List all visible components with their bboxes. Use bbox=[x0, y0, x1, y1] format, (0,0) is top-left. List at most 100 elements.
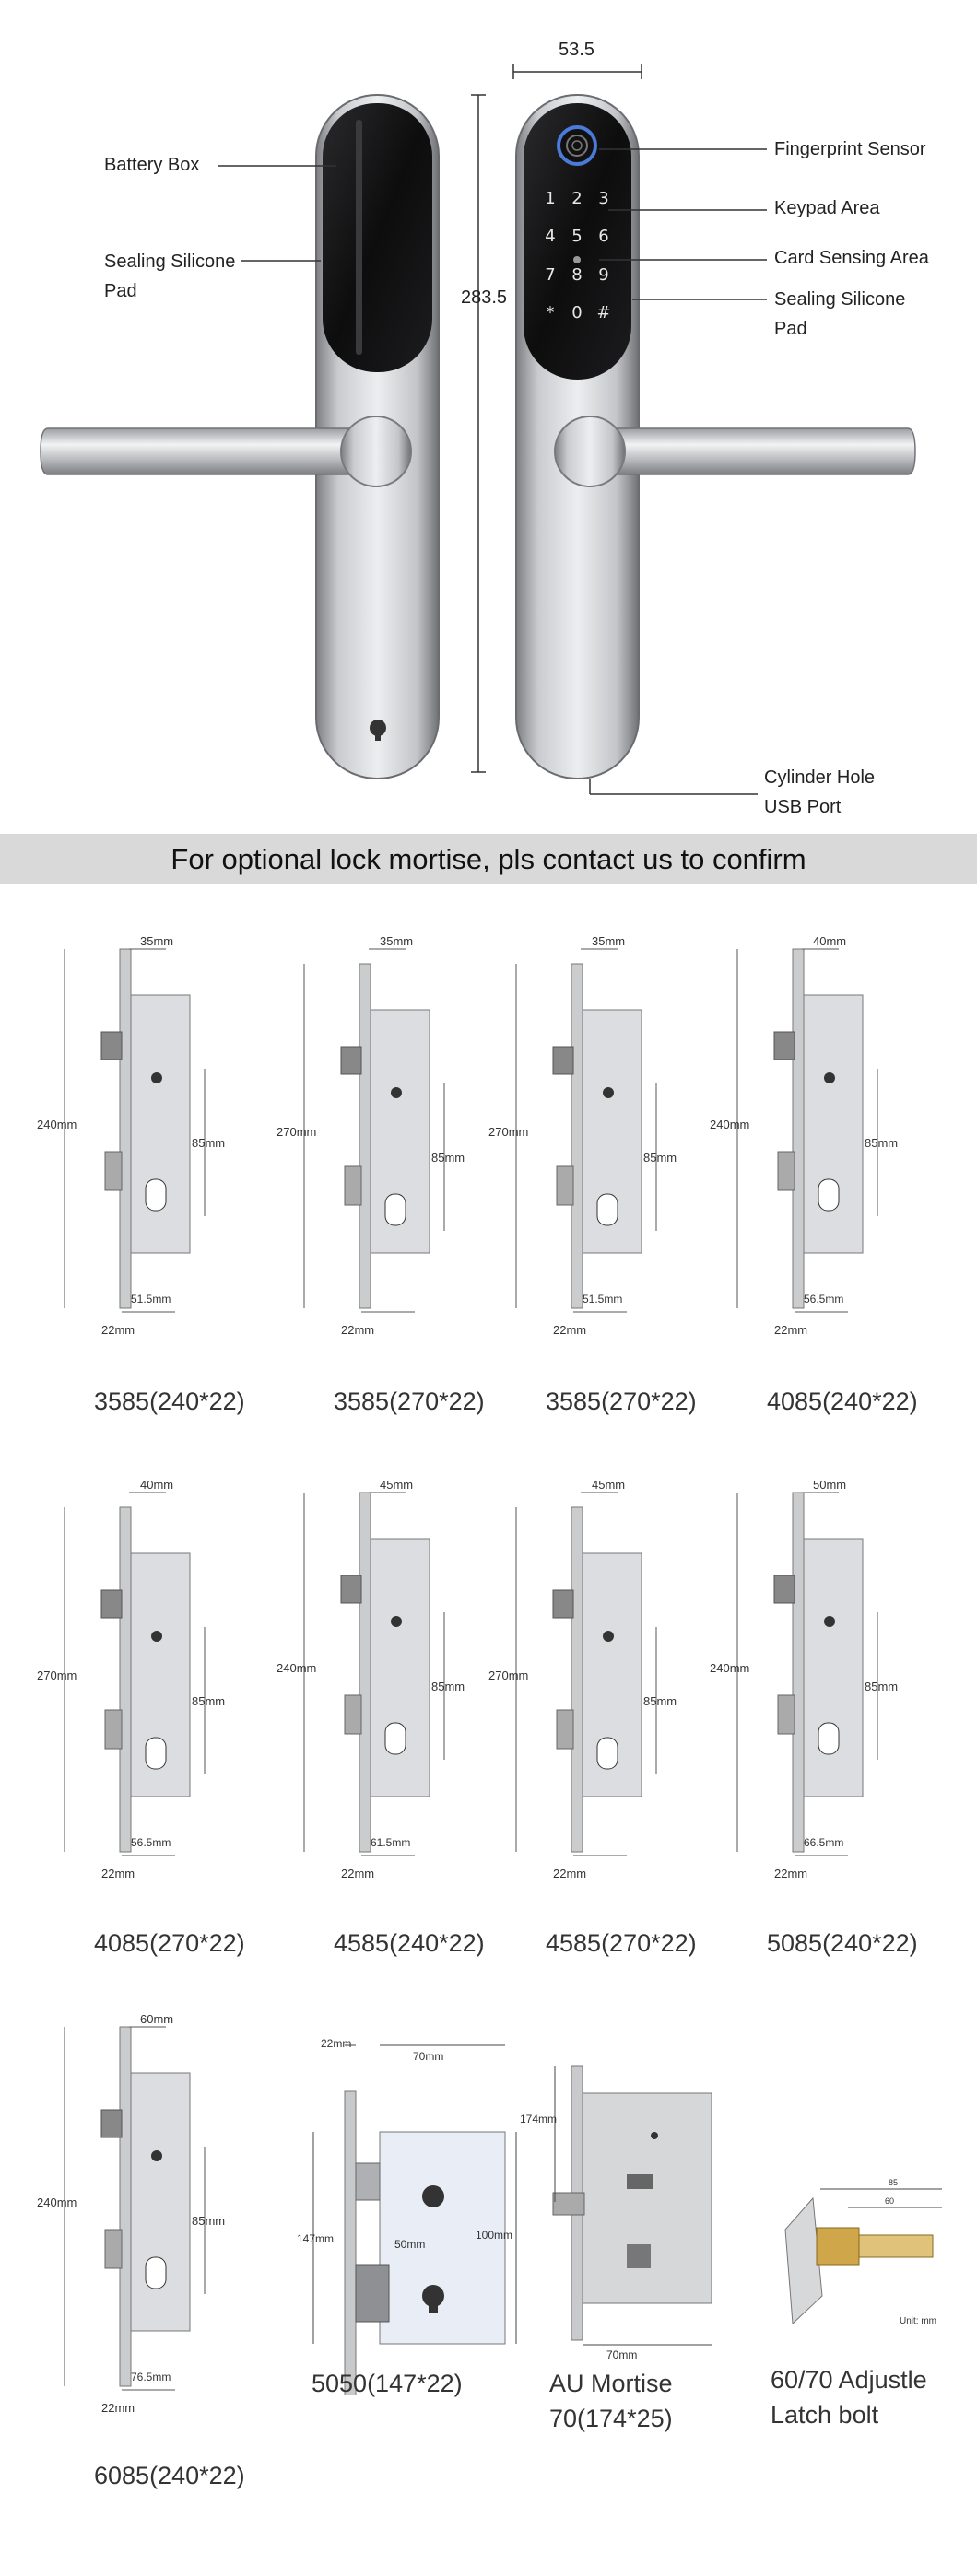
mortise-caption: 4085(240*22) bbox=[767, 1388, 918, 1415]
keypad-key: # bbox=[596, 303, 611, 322]
latch-caption: 60/70 Adjustle Latch bolt bbox=[771, 2366, 927, 2429]
mortise-shape bbox=[571, 963, 583, 1309]
keypad-key: 9 bbox=[598, 265, 609, 285]
mortise-shape bbox=[777, 1694, 795, 1735]
mortise-shape bbox=[792, 948, 805, 1309]
svg-text:60: 60 bbox=[885, 2196, 894, 2206]
mortise-shape bbox=[344, 1165, 362, 1206]
fingerprint-sensor-icon bbox=[557, 125, 597, 166]
mortise-dim-center: 85mm bbox=[192, 1136, 225, 1150]
mortise-shape bbox=[145, 1737, 167, 1770]
mortise-shape bbox=[552, 1046, 574, 1075]
m5050-caption: 5050(147*22) bbox=[312, 2370, 463, 2397]
keypad-key: * bbox=[546, 303, 555, 322]
mortise-dim-bottom: 56.5mm bbox=[131, 1836, 171, 1849]
battery-cover bbox=[323, 103, 432, 372]
keypad-key: 5 bbox=[571, 227, 583, 246]
mortise-dim-backset: 45mm bbox=[380, 1478, 413, 1492]
width-dimension: 53.5 bbox=[559, 40, 594, 60]
mortise-shape bbox=[359, 1492, 371, 1853]
keypad-key: 7 bbox=[545, 265, 556, 285]
keypad-key: 3 bbox=[598, 189, 609, 208]
mortise-dim-bottom: 61.5mm bbox=[371, 1836, 410, 1849]
mortise-shape bbox=[340, 1575, 362, 1604]
mortise-shape bbox=[359, 963, 371, 1309]
mortise-shape bbox=[151, 2150, 162, 2161]
mortise-caption: 4585(240*22) bbox=[334, 1929, 485, 1957]
mortise-dim-height: 240mm bbox=[37, 2195, 77, 2209]
mortise-dim-height: 240mm bbox=[37, 1118, 77, 1131]
mortise-shape bbox=[773, 1031, 795, 1060]
mortise-shape bbox=[792, 1492, 805, 1853]
mortise-item: 40mm 240mm 85mm 56.5mm 22mm 4085(240*22) bbox=[710, 931, 931, 1415]
keypad-key: 1 bbox=[545, 189, 556, 208]
mortise-dim-bottom: 66.5mm bbox=[804, 1836, 843, 1849]
mortise-shape bbox=[391, 1616, 402, 1627]
mortise-dim-backset: 35mm bbox=[380, 934, 413, 948]
mortise-dim-bottom: 51.5mm bbox=[583, 1293, 622, 1306]
mortise-dim-height: 270mm bbox=[277, 1125, 316, 1139]
mortise-shape bbox=[556, 1709, 574, 1750]
mortise-dim-width: 22mm bbox=[774, 1323, 807, 1336]
mortise-shape bbox=[384, 1193, 406, 1226]
mortise-caption: 3585(240*22) bbox=[94, 1388, 245, 1415]
mortise-shape bbox=[119, 2026, 132, 2387]
au-caption: AU Mortise 70(174*25) bbox=[549, 2370, 673, 2432]
left-rose bbox=[340, 416, 412, 487]
m5050-height: 147mm bbox=[297, 2232, 334, 2245]
mortise-shape bbox=[344, 1694, 362, 1735]
mortise-shape bbox=[596, 1193, 618, 1226]
mortise-shape bbox=[104, 2229, 123, 2269]
mortise-caption: 5085(240*22) bbox=[767, 1929, 918, 1957]
mortise-shape bbox=[370, 1538, 430, 1797]
mortise-shape bbox=[556, 1165, 574, 1206]
cylinder-usb-label: Cylinder Hole USB Port bbox=[764, 767, 876, 817]
mortise-shape bbox=[803, 1538, 864, 1797]
mortise-dim-height: 240mm bbox=[710, 1661, 749, 1675]
height-dimension: 283.5 bbox=[461, 287, 508, 308]
mortise-dim-center: 85mm bbox=[431, 1680, 465, 1693]
mortise-dim-width: 22mm bbox=[553, 1323, 586, 1336]
mortise-dim-backset: 60mm bbox=[140, 2012, 173, 2026]
mortise-dim-bottom: 56.5mm bbox=[804, 1293, 843, 1306]
keypad-key: 2 bbox=[571, 189, 583, 208]
mortise-shape bbox=[151, 1072, 162, 1083]
mortise-dim-center: 85mm bbox=[431, 1151, 465, 1165]
mortise-shape bbox=[552, 1589, 574, 1619]
mortise-dim-height: 240mm bbox=[277, 1661, 316, 1675]
mortise-dim-center: 85mm bbox=[865, 1136, 898, 1150]
m5050-center: 50mm bbox=[394, 2238, 425, 2251]
mortise-dim-width: 22mm bbox=[101, 1867, 135, 1879]
keypad-key: 6 bbox=[598, 227, 609, 246]
mortise-dim-width: 22mm bbox=[101, 1323, 135, 1336]
mortise-shape bbox=[603, 1631, 614, 1642]
mortise-banner: For optional lock mortise, pls contact u… bbox=[0, 834, 977, 884]
fingerprint-label: Fingerprint Sensor bbox=[774, 139, 926, 159]
mortise-dim-center: 85mm bbox=[865, 1680, 898, 1693]
mortise-shape bbox=[130, 2072, 191, 2332]
au-mortise: 174mm 70mm AU Mortise 70(174*25) bbox=[516, 2027, 737, 2432]
mortise-dim-backset: 45mm bbox=[592, 1478, 625, 1492]
mortise-dim-height: 240mm bbox=[710, 1118, 749, 1131]
mortise-shape bbox=[384, 1722, 406, 1755]
battery-box-label: Battery Box bbox=[104, 155, 200, 175]
mortise-shape bbox=[824, 1616, 835, 1627]
mortise-shape bbox=[824, 1072, 835, 1083]
mortise-dim-backset: 50mm bbox=[813, 1478, 846, 1492]
mortise-dim-backset: 40mm bbox=[140, 1478, 173, 1492]
mortise-dim-height: 270mm bbox=[488, 1125, 528, 1139]
m5050-width: 22mm bbox=[321, 2037, 351, 2050]
mortise-dim-backset: 40mm bbox=[813, 934, 846, 948]
mortise-caption: 3585(270*22) bbox=[546, 1388, 697, 1415]
right-rose bbox=[554, 416, 626, 487]
mortise-dim-height: 270mm bbox=[37, 1669, 77, 1682]
mortise-shape bbox=[104, 1151, 123, 1191]
mortise-shape bbox=[803, 994, 864, 1254]
keypad-key: 0 bbox=[571, 303, 583, 322]
mortise-caption: 3585(270*22) bbox=[334, 1388, 485, 1415]
